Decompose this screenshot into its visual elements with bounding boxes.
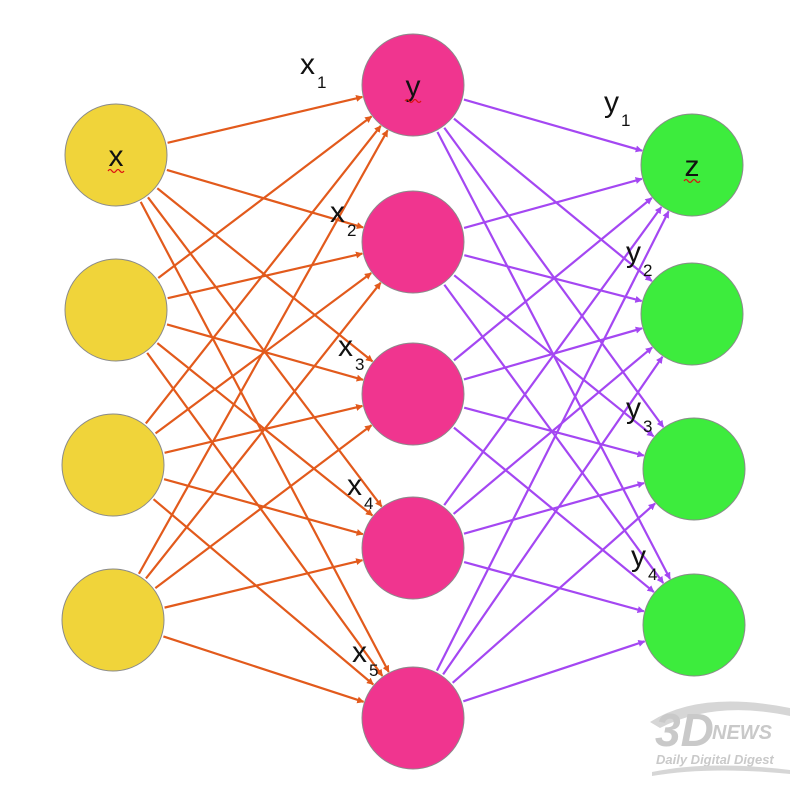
input-hidden-edge-3-5: [152, 498, 374, 686]
hidden-output-edge-4-3: [463, 481, 645, 535]
y-annotation-1: y: [604, 86, 619, 119]
hidden-output-edge-2-4: [443, 284, 665, 584]
hidden-output-edge-3-4: [453, 426, 655, 593]
x-annotation-sub-4: 4: [364, 494, 373, 513]
input-hidden-edge-1-5: [139, 201, 390, 673]
x-annotation-sub-3: 3: [355, 355, 364, 374]
hidden-layer: y: [361, 33, 465, 770]
hidden-node-3: [361, 342, 465, 446]
hidden-output-edge-5-4: [462, 639, 646, 703]
input-hidden-edge-4-2: [145, 282, 382, 580]
watermark-logo: 3D NEWS Daily Digital Digest: [650, 701, 790, 776]
input-node-label-1: x: [109, 140, 124, 173]
x-annotation-sub-5: 5: [369, 661, 378, 680]
y-annotation-4: y: [631, 540, 646, 573]
y-annotation-sub-2: 2: [643, 261, 652, 280]
y-annotation-3: y: [626, 392, 641, 425]
input-hidden-edge-1-1: [167, 94, 364, 144]
hidden-output-edge-5-1: [435, 210, 670, 672]
y-annotation-sub-1: 1: [621, 111, 630, 130]
output-node-2: [640, 262, 744, 366]
hidden-output-edge-3-1: [453, 197, 653, 362]
input-hidden-edge-2-1: [157, 115, 373, 279]
x-annotation-3: x: [338, 330, 353, 363]
y-annotation-2: y: [626, 236, 641, 269]
watermark-logo-suffix: NEWS: [712, 722, 773, 744]
output-node-label-1: z: [685, 150, 700, 183]
hidden-output-edge-3-2: [463, 326, 643, 381]
hidden-node-1: [361, 33, 465, 137]
hidden-node-label-underline-1: [404, 98, 422, 104]
x-annotation-4: x: [347, 469, 362, 502]
hidden-output-edge-1-1: [463, 98, 643, 153]
hidden-node-5: [361, 666, 465, 770]
y-annotation-sub-4: 4: [648, 565, 657, 584]
x-annotation-sub-1: 1: [317, 73, 326, 92]
input-node-1: [64, 103, 168, 207]
hidden-output-edge-5-2: [442, 356, 664, 676]
input-node-2: [64, 258, 168, 362]
hidden-output-edge-2-1: [463, 177, 643, 229]
input-layer: x: [61, 103, 168, 672]
hidden-output-edge-4-2: [452, 346, 653, 515]
input-hidden-edge-4-4: [164, 558, 364, 609]
input-node-label-underline-1: [107, 168, 125, 174]
input-node-4: [61, 568, 165, 672]
input-to-hidden-connections: [137, 94, 390, 704]
watermark-swoosh: [650, 701, 790, 728]
y-annotation-sub-3: 3: [643, 417, 652, 436]
input-hidden-edge-4-1: [137, 129, 389, 575]
input-hidden-edge-2-5: [146, 352, 384, 677]
output-node-label-underline-1: [683, 178, 701, 184]
x-annotation-5: x: [352, 636, 367, 669]
output-node-3: [642, 417, 746, 521]
input-hidden-edge-1-2: [166, 168, 364, 229]
input-hidden-edge-3-1: [144, 125, 382, 425]
hidden-to-output-connections: [435, 98, 671, 703]
hidden-output-edge-5-3: [451, 502, 656, 684]
hidden-node-2: [361, 190, 465, 294]
input-hidden-edge-4-3: [154, 424, 373, 589]
output-layer: z: [640, 113, 746, 677]
watermark-underline: [652, 765, 790, 776]
hidden-node-4: [361, 496, 465, 600]
hidden-node-label-1: y: [406, 70, 421, 103]
x-annotation-1: x: [300, 48, 315, 81]
hidden-output-edge-4-1: [443, 206, 663, 506]
input-hidden-edge-4-5: [163, 635, 365, 704]
x-annotation-2: x: [330, 196, 345, 229]
hidden-output-edge-4-4: [463, 560, 645, 613]
input-node-3: [61, 413, 165, 517]
watermark-logo-text: 3D: [655, 704, 714, 756]
watermark-tagline: Daily Digital Digest: [656, 752, 774, 767]
x-annotation-sub-2: 2: [347, 221, 356, 240]
hidden-output-edge-3-3: [463, 406, 645, 458]
hidden-output-edge-1-2: [453, 117, 653, 282]
input-hidden-edge-2-2: [167, 251, 363, 300]
output-node-4: [642, 573, 746, 677]
output-node-1: [640, 113, 744, 217]
